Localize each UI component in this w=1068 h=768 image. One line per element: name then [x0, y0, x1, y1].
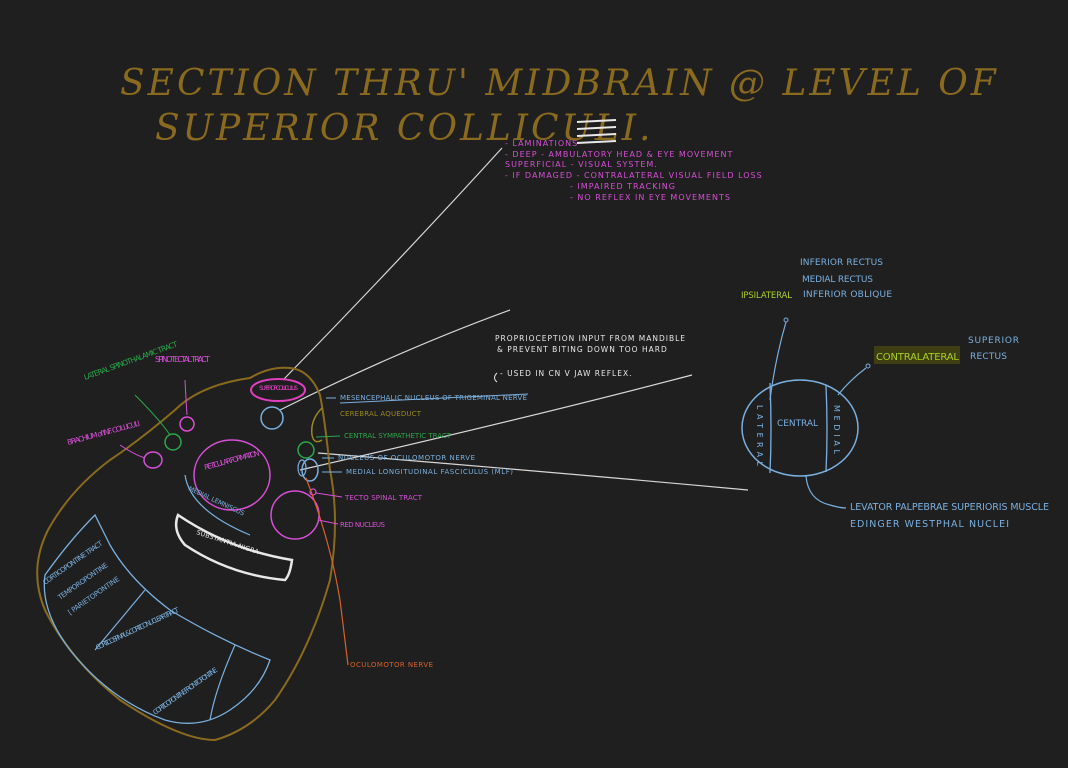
- parietopontine-label: [ PARIETOPONTINE: [67, 575, 122, 617]
- central-sympathetic-connector: [315, 435, 341, 438]
- oculomotor-nerve-label: OCULOMOTOR NERVE: [350, 661, 434, 669]
- colliculus-notes: - LAMINATIONS - DEEP - AMBULATORY HEAD &…: [505, 139, 763, 202]
- spinotectal-pointer: [184, 379, 188, 416]
- spinotectal-circle: [179, 416, 195, 432]
- midbrain-outline: [36, 366, 336, 742]
- ipsilateral-connector: [769, 321, 787, 401]
- white-bars-icon: [576, 119, 617, 144]
- ipsi-item-1: INFERIOR RECTUS: [800, 258, 884, 268]
- substantia-nigra: [174, 513, 294, 582]
- frontopontine-label: CORTICOPONTINE FRONTOPONTINE: [152, 665, 220, 716]
- nucleus-note-bracket: [494, 372, 498, 383]
- brachium-label: BRACHIUM of INF. COLLICULI: [66, 419, 142, 447]
- tectospinal-label: TECTO SPINAL TRACT: [344, 494, 423, 502]
- lateral-label: LATERAL: [755, 405, 764, 467]
- mlf-label: MEDIAL LONGITUDINAL FASCICULUS (MLF): [346, 468, 514, 476]
- ipsi-item-3: INFERIOR OBLIQUE: [803, 290, 893, 300]
- crus-cerebri: [43, 513, 271, 724]
- colliculus-note-2: - DEEP - AMBULATORY HEAD & EYE MOVEMENT: [505, 150, 733, 159]
- central-label: CENTRAL: [777, 419, 819, 429]
- red-nucleus-connector: [317, 519, 339, 525]
- superior-colliculus: [250, 378, 306, 402]
- edinger-westphal-label: EDINGER WESTPHAL NUCLEI: [850, 519, 1010, 530]
- title-line-2: SUPERIOR COLLICULI.: [155, 108, 653, 149]
- reticular-formation: [193, 439, 271, 511]
- mesencephalic-nucleus: [260, 406, 284, 430]
- pointer-lines: [279, 147, 749, 491]
- nucleus-note-1: PROPRIOCEPTION INPUT FROM MANDIBLE: [495, 334, 686, 343]
- ipsilateral-label: IPSILATERAL: [741, 291, 793, 301]
- medial-divider: [825, 384, 828, 473]
- superior-colliculus-label: SUPERIOR COLLICULUS: [259, 384, 299, 392]
- ipsi-item-2: MEDIAL RECTUS: [802, 275, 874, 285]
- medial-lemniscus: [184, 474, 251, 536]
- tectospinal-connector: [315, 492, 343, 498]
- levator-label: LEVATOR PALPEBRAE SUPERIORIS MUSCLE: [850, 502, 1050, 513]
- brachium-pointer: [119, 444, 146, 459]
- colliculus-note-1: - LAMINATIONS: [505, 139, 578, 148]
- bottom-connector: [805, 475, 847, 509]
- contra-item-2: RECTUS: [970, 352, 1008, 362]
- mesencephalic-underline: [339, 393, 529, 404]
- reticular-label: RETICULAR FORMATION: [203, 448, 261, 472]
- title-line-1: SECTION THRU' MIDBRAIN @ LEVEL OF: [120, 63, 999, 104]
- medial-lemniscus-label: MEDIAL LEMNISCUS: [187, 485, 247, 518]
- substantia-nigra-label: SUBSTANTIA NIGRA: [195, 528, 260, 556]
- lateral-spinothalamic-circle: [164, 433, 182, 451]
- nucleus-note-3: - USED IN CN V JAW REFLEX.: [500, 369, 633, 378]
- crus-divider-2: [209, 644, 236, 721]
- oculomotor-nucleus: [301, 458, 319, 482]
- contra-item-1: SUPERIOR: [968, 336, 1020, 346]
- medial-label: MEDIAL: [832, 405, 841, 455]
- colliculus-note-5: - IMPAIRED TRACKING: [570, 182, 676, 191]
- colliculus-note-6: - NO REFLEX IN EYE MOVEMENTS: [570, 193, 731, 202]
- lateral-divider: [769, 382, 772, 474]
- colliculus-note-3: SUPERFICIAL - VISUAL SYSTEM.: [505, 160, 658, 169]
- corticospinal-label: CORTICOSPINAL & CORTICONUCLEAR TRACT: [94, 606, 181, 652]
- crus-divider-1: [94, 589, 146, 651]
- ipsilateral-dot: [783, 317, 789, 323]
- aqueduct-label: CEREBRAL AQUEDUCT: [340, 410, 422, 418]
- central-sympathetic-label: CENTRAL SYMPATHETIC TRACT: [344, 432, 452, 440]
- nucleus-note-2: & PREVENT BITING DOWN TOO HARD: [497, 345, 668, 354]
- central-sympathetic-tract: [297, 441, 315, 459]
- oculomotor-nerve: [305, 477, 349, 666]
- corticopontine-label: CORTICOPONTINE TRACT: [42, 539, 106, 587]
- brachium-circle: [143, 451, 163, 469]
- contralateral-label: CONTRALATERAL: [876, 352, 960, 363]
- colliculus-note-4: - IF DAMAGED - CONTRALATERAL VISUAL FIEL…: [505, 171, 763, 180]
- mlf: [297, 459, 307, 477]
- red-nucleus-label: RED NUCLEUS: [340, 521, 386, 529]
- contralateral-connector: [837, 367, 867, 396]
- contralateral-highlight: [874, 346, 960, 364]
- spinotectal-label: SPINOTECTAL TRACT: [155, 355, 211, 364]
- oculomotor-nuclei-circle: [741, 379, 859, 477]
- cerebral-aqueduct: [310, 407, 323, 443]
- nucleus-notes: PROPRIOCEPTION INPUT FROM MANDIBLE & PRE…: [495, 334, 686, 378]
- contralateral-dot: [865, 363, 871, 369]
- mesencephalic-label: MESENCEPHALIC NUCLEUS OF TRIGEMINAL NERV…: [340, 394, 528, 402]
- red-nucleus: [270, 490, 320, 540]
- tectospinal-tract: [309, 488, 317, 496]
- lateral-spinothalamic-pointer: [134, 394, 171, 436]
- oculomotor-nucleus-label: NUCLEUS OF OCULOMOTOR NERVE: [338, 454, 476, 462]
